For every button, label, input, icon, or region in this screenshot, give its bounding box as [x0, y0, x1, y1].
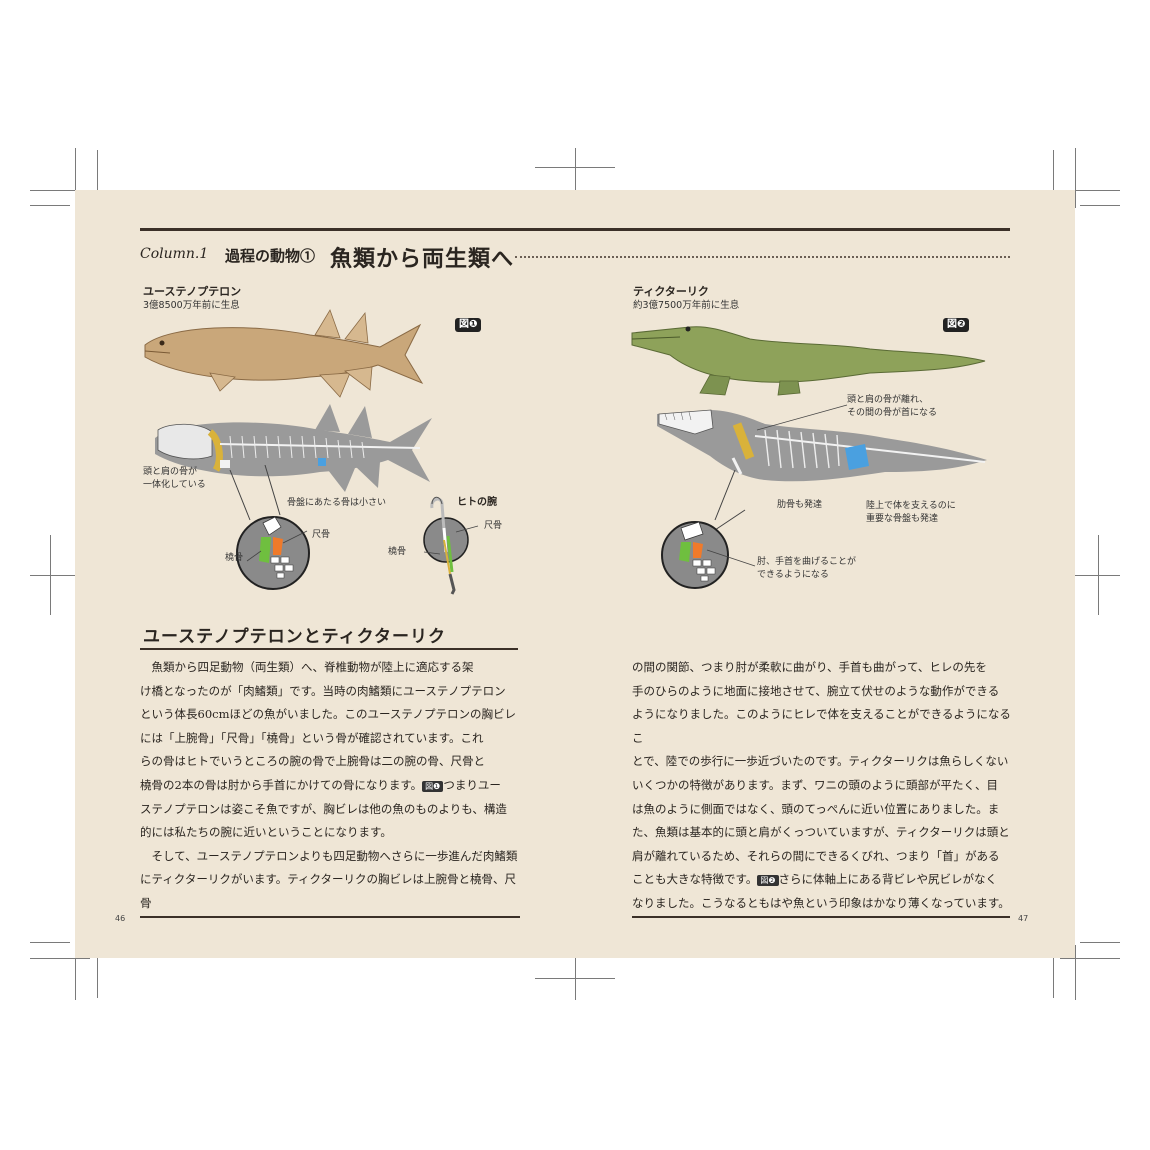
text-line: という体長60cmほどの魚がいました。このユーステノプテロンの胸ビレ [140, 707, 517, 722]
crop-mark [75, 148, 76, 208]
right-specimen-name: ティクターリク [633, 285, 709, 298]
text-line: た、魚類は基本的に頭と肩がくっついていますが、ティクターリクは頭と [632, 825, 1010, 840]
text-line: ステノプテロンは姿こそ魚ですが、胸ビレは他の魚のものよりも、構造 [140, 801, 507, 816]
label-radius-fish: 橈骨 [225, 553, 244, 563]
figure-badge-1: 図❶ [455, 318, 482, 332]
crop-mark [1080, 205, 1120, 206]
tiktaalik-illustration [631, 326, 986, 396]
crop-mark [30, 942, 70, 943]
column-subtitle: 過程の動物① [225, 247, 316, 265]
note-head-shoulder: 頭と肩の骨が 一体化している [143, 467, 206, 490]
footer-rule-right [632, 916, 1010, 918]
inline-figure-badge-1: 図❶ [422, 780, 444, 792]
inline-figure-badge-2: 図❷ [757, 875, 779, 887]
crop-mark [535, 978, 615, 979]
label-ulna-human: 尺骨 [484, 521, 503, 531]
eusthenopteron-illustration [144, 309, 424, 398]
text-line: にティクターリクがいます。ティクターリクの胸ビレは上腕骨と橈骨、尺骨 [140, 872, 517, 910]
text-line: ようになりました。このようにヒレで体を支えることができるようになるこ [632, 707, 1011, 745]
text-line: の間の関節、つまり肘が柔軟に曲がり、手首も曲がって、ヒレの先を [632, 660, 987, 674]
note-neck: 頭と肩の骨が離れ、 その間の骨が首になる [847, 395, 938, 418]
label-radius-human: 橈骨 [388, 547, 407, 557]
crop-mark [97, 150, 98, 190]
crop-mark [75, 945, 76, 1000]
note-pelvis-developed: 陸上で体を支えるのに 重要な骨盤も発達 [866, 501, 956, 524]
right-specimen-era: 約3億7500万年前に生息 [633, 300, 740, 311]
section-title-rule [140, 648, 518, 650]
text-line: 手のひらのように地面に接地させて、腕立て伏せのような動作ができる [632, 683, 1000, 698]
crop-mark [30, 575, 75, 576]
crop-mark [575, 955, 576, 1000]
tiktaalik-skeleton [657, 409, 987, 482]
label-ulna-fish: 尺骨 [312, 530, 331, 540]
text-line: そして、ユーステノプテロンよりも四足動物へさらに一歩進んだ肉鰭類 [151, 848, 518, 863]
page-number-left: 46 [115, 914, 126, 923]
text-line: 的には私たちの腕に近いということになります。 [140, 825, 392, 840]
text-line: なりました。こうなるともはや魚という印象はかなり薄くなっています。 [632, 895, 1010, 910]
page-number-right: 47 [1018, 914, 1029, 923]
crop-mark [1080, 942, 1120, 943]
text-line: らの骨はヒトでいうところの腕の骨で上腕骨は二の腕の骨、尺骨と [140, 754, 485, 769]
crop-mark [30, 205, 70, 206]
crop-mark [575, 148, 576, 193]
note-elbow-wrist: 肘、手首を曲げることが できるようになる [757, 557, 857, 580]
column-label: Column.1 [140, 246, 209, 262]
left-body-text: 魚類から四足動物（両生類）へ、脊椎動物が陸上に適応する架 け橋となったのが「肉鰭… [140, 656, 520, 916]
right-body-text: の間の関節、つまり肘が柔軟に曲がり、手首も曲がって、ヒレの先を 手のひらのように… [632, 656, 1012, 916]
left-specimen-era: 3億8500万年前に生息 [143, 300, 240, 311]
text-line: け橋となったのが「肉鰭類」です。当時の肉鰭類にユーステノプテロン [140, 683, 506, 698]
crop-mark [1053, 958, 1054, 998]
left-specimen-name: ユーステノプテロン [143, 285, 242, 298]
tiktaalik-fin-closeup [661, 470, 756, 589]
crop-mark [30, 190, 90, 191]
text-line: 肩が離れているため、それらの間にできるくびれ、つまり「首」がある [632, 848, 1000, 863]
crop-mark [1075, 148, 1076, 208]
neck-leader-line [756, 404, 848, 431]
page-title: 魚類から両生類へ [330, 246, 515, 272]
crop-mark [1075, 945, 1076, 1000]
header-rule [140, 228, 1010, 231]
note-pelvis-small: 骨盤にあたる骨は小さい [287, 498, 387, 508]
human-arm-title: ヒトの腕 [457, 497, 497, 508]
crop-mark [97, 958, 98, 998]
text-line: いくつかの特徴があります。まず、ワニの頭のように頭部が平たく、目 [632, 777, 999, 792]
crop-mark [30, 958, 90, 959]
section-title: ユーステノプテロンとティクターリク [143, 627, 446, 647]
text-line: とで、陸での歩行に一歩近づいたのです。ティクターリクは魚らしくない [632, 754, 1009, 769]
book-spread [75, 190, 1075, 958]
note-ribs: 肋骨も発達 [777, 500, 823, 510]
footer-rule-left [140, 916, 520, 918]
text-line: は魚のように側面ではなく、頭のてっぺんに近い位置にありました。ま [632, 801, 1000, 816]
crop-mark [1060, 190, 1120, 191]
crop-mark [1060, 958, 1120, 959]
text-line: には「上腕骨」「尺骨」「橈骨」という骨が確認されています。これ [140, 730, 484, 745]
eusthenopteron-skeleton [155, 404, 432, 492]
crop-mark [535, 167, 615, 168]
eusthenopteron-fin-closeup [229, 465, 310, 590]
crop-mark [1075, 575, 1120, 576]
crop-mark [1053, 150, 1054, 190]
figure-badge-2: 図❷ [943, 318, 970, 332]
human-arm-illustration [423, 496, 479, 595]
header-dotted-rule [515, 256, 1010, 258]
text-line: 魚類から四足動物（両生類）へ、脊椎動物が陸上に適応する架 [151, 660, 474, 674]
